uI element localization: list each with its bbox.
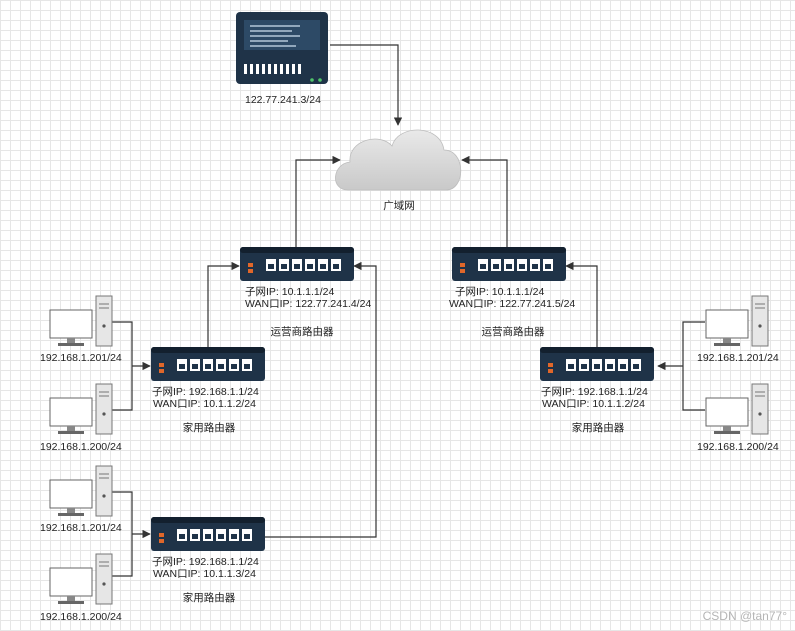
home-router-3-wan: WAN口IP: 10.1.1.2/24 xyxy=(542,398,645,410)
watermark: CSDN @tan77° xyxy=(702,609,787,623)
isp-router-left-wan: WAN口IP: 122.77.241.4/24 xyxy=(245,298,372,310)
server-ip: 122.77.241.3/24 xyxy=(245,94,321,106)
pc-5-icon xyxy=(705,295,769,347)
home-router-1-subnet: 子网IP: 192.168.1.1/24 xyxy=(152,386,259,398)
pc-1-icon xyxy=(49,295,113,347)
pcs-to-home1-line xyxy=(112,321,150,411)
cloud-label: 广域网 xyxy=(383,200,415,212)
pc-6-icon xyxy=(705,383,769,435)
home-router-3-name: 家用路由器 xyxy=(571,422,625,434)
pc-ip-2: 192.168.1.200/24 xyxy=(40,441,122,453)
isp-router-right-wan: WAN口IP: 122.77.241.5/24 xyxy=(449,298,576,310)
home-router-3-icon xyxy=(540,347,654,381)
pc-ip-5: 192.168.1.201/24 xyxy=(697,352,779,364)
home-router-1-icon xyxy=(151,347,265,381)
pc-ip-6: 192.168.1.200/24 xyxy=(697,441,779,453)
home-router-1-wan: WAN口IP: 10.1.1.2/24 xyxy=(153,398,256,410)
home1-to-isp-left-line xyxy=(207,261,240,347)
home-router-2-wan: WAN口IP: 10.1.1.3/24 xyxy=(153,568,256,580)
isp-router-right-icon xyxy=(452,247,566,281)
home-router-2-icon xyxy=(151,517,265,551)
cloud-icon xyxy=(335,129,462,191)
isp-router-right-name: 运营商路由器 xyxy=(481,326,545,338)
isp-right-to-cloud-line xyxy=(461,155,508,247)
home-router-3-subnet: 子网IP: 192.168.1.1/24 xyxy=(541,386,648,398)
isp-router-right-subnet: 子网IP: 10.1.1.1/24 xyxy=(455,286,545,298)
isp-router-left-subnet: 子网IP: 10.1.1.1/24 xyxy=(245,286,335,298)
pcs-to-home2-line xyxy=(112,491,150,577)
pc-ip-3: 192.168.1.201/24 xyxy=(40,522,122,534)
home-router-1-name: 家用路由器 xyxy=(182,422,236,434)
pc-3-icon xyxy=(49,465,113,517)
server-icon xyxy=(236,12,328,84)
isp-router-left-icon xyxy=(240,247,354,281)
pc-ip-4: 192.168.1.200/24 xyxy=(40,611,122,623)
pcs-to-home3-line xyxy=(658,321,705,411)
server-to-cloud-line xyxy=(330,44,403,126)
isp-router-left-name: 运营商路由器 xyxy=(270,326,334,338)
pc-4-icon xyxy=(49,553,113,605)
connections xyxy=(112,44,705,577)
home-router-2-subnet: 子网IP: 192.168.1.1/24 xyxy=(152,556,259,568)
pc-2-icon xyxy=(49,383,113,435)
home3-to-isp-right-line xyxy=(565,261,598,347)
home2-to-isp-left-line xyxy=(265,261,377,538)
pc-ip-1: 192.168.1.201/24 xyxy=(40,352,122,364)
isp-left-to-cloud-line xyxy=(295,155,341,247)
home-router-2-name: 家用路由器 xyxy=(182,592,236,604)
